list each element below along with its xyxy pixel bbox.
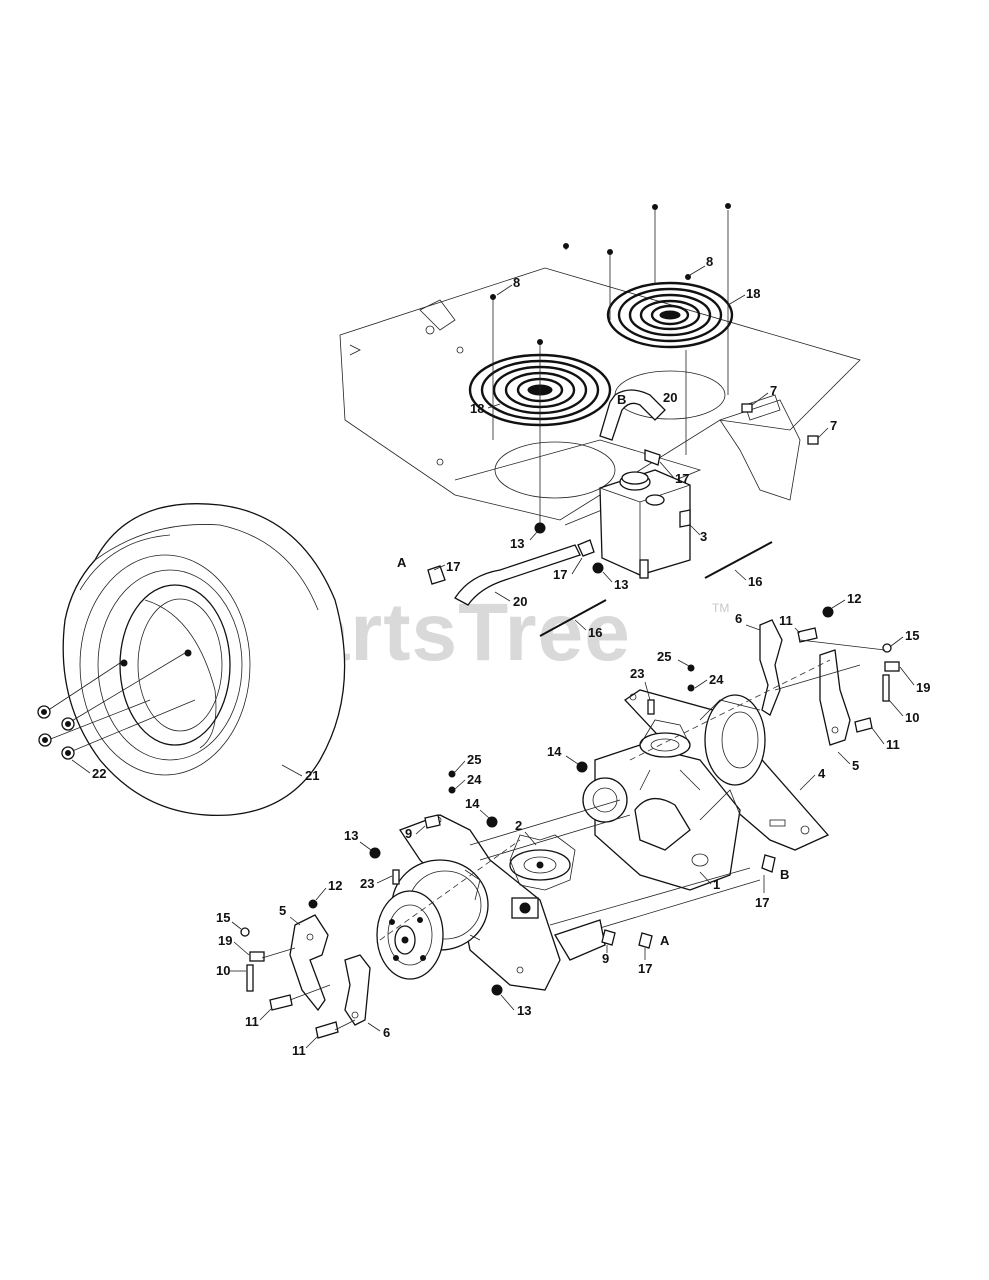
- transaxle-fasteners: [240, 606, 900, 1039]
- transaxle-fan-right: [639, 719, 701, 791]
- callout-11-right-top: 11: [779, 613, 793, 628]
- callout-11-left-a: 11: [245, 1014, 259, 1029]
- watermark-trademark: TM: [712, 601, 729, 615]
- fan-left: [509, 834, 576, 891]
- callout-b-upper: B: [617, 392, 626, 407]
- upper-labels: 8 8 18 18 7 7 B 20 17 3 13 17 13 A 17 20…: [397, 254, 837, 640]
- callout-8-left: 8: [513, 275, 520, 290]
- callout-5-left: 5: [279, 903, 286, 918]
- callout-19-right: 19: [916, 680, 930, 695]
- callout-12-right: 12: [847, 591, 861, 606]
- tire: [47, 503, 346, 817]
- left-brackets: [289, 914, 371, 1026]
- upper-frame: [339, 267, 861, 526]
- callout-21: 21: [305, 768, 319, 783]
- callout-11-right-bot: 11: [886, 737, 900, 752]
- callout-5-right: 5: [852, 758, 859, 773]
- callout-17-upper-left: 17: [446, 559, 460, 574]
- callout-16-right: 16: [748, 574, 762, 589]
- callout-13-lower-b: 13: [517, 1003, 531, 1018]
- callout-7-b: 7: [830, 418, 837, 433]
- callout-20-lower: 20: [513, 594, 527, 609]
- callout-7-a: 7: [770, 383, 777, 398]
- callout-15-right: 15: [905, 628, 919, 643]
- transaxle-frame: [376, 689, 830, 991]
- lower-hose: [427, 539, 595, 606]
- right-brackets: [759, 619, 851, 746]
- nut-upper-mid: [592, 562, 604, 574]
- callout-3: 3: [700, 529, 707, 544]
- callout-17-upper: 17: [675, 471, 689, 486]
- reservoir: [599, 469, 691, 579]
- callout-a: A: [660, 933, 670, 948]
- callout-12-left: 12: [328, 878, 342, 893]
- callout-17-mid: 17: [553, 567, 567, 582]
- callout-14-b: 14: [465, 796, 480, 811]
- callout-18-right: 18: [746, 286, 760, 301]
- callout-8-right: 8: [706, 254, 713, 269]
- callout-6-left: 6: [383, 1025, 390, 1040]
- callout-23-b: 23: [360, 876, 374, 891]
- callout-13-lower-a: 13: [344, 828, 358, 843]
- callout-19-left: 19: [218, 933, 232, 948]
- callout-2: 2: [515, 818, 522, 833]
- nut-upper-left: [534, 522, 546, 534]
- callout-10-right: 10: [905, 710, 919, 725]
- callout-16-left: 16: [588, 625, 602, 640]
- transaxle-labels: 1 2 4 5 5 6 6 9 9 10 10 11 11 11 11 12 1…: [216, 591, 930, 1058]
- callout-24-a: 24: [709, 672, 724, 687]
- rod-left: [539, 599, 607, 637]
- bolts-7: [741, 403, 819, 445]
- callout-6-right: 6: [735, 611, 742, 626]
- callout-13-upper-left: 13: [510, 536, 524, 551]
- callout-15-left: 15: [216, 910, 230, 925]
- callout-17-a: 17: [638, 961, 652, 976]
- callout-23-a: 23: [630, 666, 644, 681]
- callout-9-bottom: 9: [602, 951, 609, 966]
- callout-b: B: [780, 867, 789, 882]
- callout-11-left-b: 11: [292, 1043, 306, 1058]
- callout-25-a: 25: [657, 649, 671, 664]
- callout-13-upper-mid: 13: [614, 577, 628, 592]
- callout-14-a: 14: [547, 744, 562, 759]
- callout-17-b: 17: [755, 895, 769, 910]
- callout-25-b: 25: [467, 752, 481, 767]
- lug-nuts: [37, 705, 75, 760]
- screen-screws: [490, 203, 731, 525]
- callout-22: 22: [92, 766, 106, 781]
- fan-screen-right: [606, 281, 734, 349]
- callout-24-b: 24: [467, 772, 482, 787]
- callout-1: 1: [713, 877, 720, 892]
- rod-right: [704, 541, 773, 579]
- callout-20-upper: 20: [663, 390, 677, 405]
- callout-10-left: 10: [216, 963, 230, 978]
- callout-a-upper: A: [397, 555, 407, 570]
- left-hub: [376, 859, 489, 980]
- callout-9-top: 9: [405, 826, 412, 841]
- callout-18-left: 18: [470, 401, 484, 416]
- upper-hose: [599, 389, 666, 466]
- callout-4: 4: [818, 766, 826, 781]
